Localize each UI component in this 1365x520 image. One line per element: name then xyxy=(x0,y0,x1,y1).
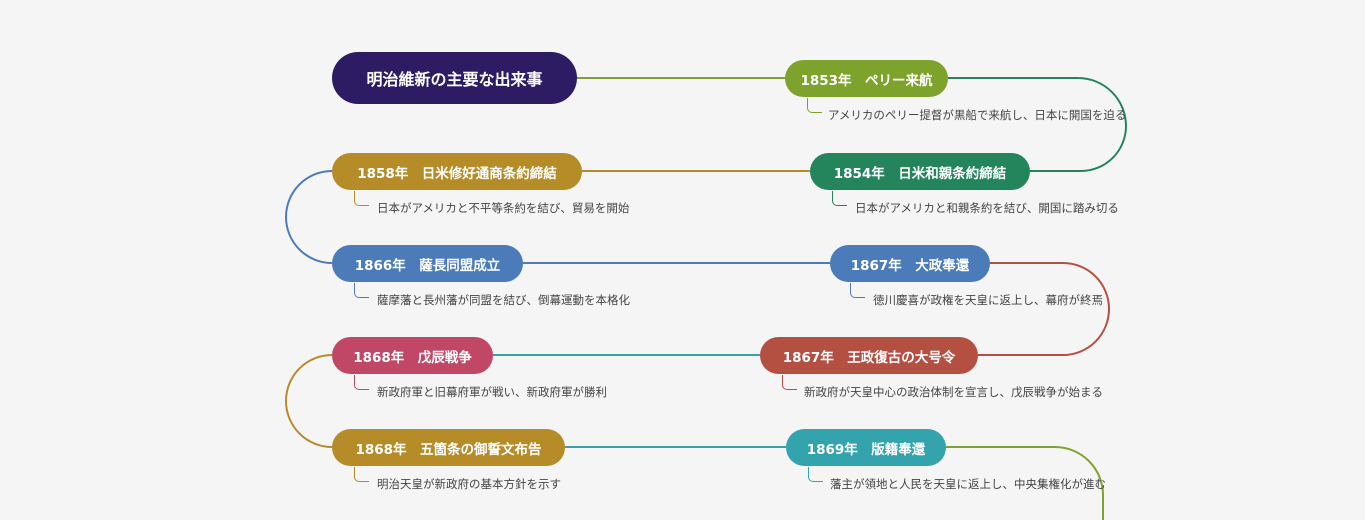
root-topic[interactable]: 明治維新の主要な出来事 xyxy=(332,52,577,104)
event-1866[interactable]: 1866年 薩長同盟成立 xyxy=(332,245,523,282)
note-connector-1868-boshin xyxy=(354,375,369,390)
event-note-1866: 薩摩藩と長州藩が同盟を結び、倒幕運動を本格化 xyxy=(377,293,630,307)
connector-1858-1866 xyxy=(284,170,333,264)
connector-1853-1854 xyxy=(948,77,1128,172)
connector-1868-1868b xyxy=(284,354,333,448)
event-note-1854: 日本がアメリカと和親条約を結び、開国に踏み切る xyxy=(855,201,1119,215)
event-note-1868-boshin: 新政府軍と旧幕府軍が戦い、新政府軍が勝利 xyxy=(377,385,607,399)
event-1869[interactable]: 1869年 版籍奉還 xyxy=(786,429,946,466)
note-connector-1867-taisei xyxy=(850,283,865,298)
event-1868-gokajo[interactable]: 1868年 五箇条の御誓文布告 xyxy=(332,429,565,466)
note-connector-1854 xyxy=(832,191,847,206)
note-connector-1853 xyxy=(807,98,822,113)
event-note-1858: 日本がアメリカと不平等条約を結び、貿易を開始 xyxy=(377,201,630,215)
event-1858[interactable]: 1858年 日米修好通商条約締結 xyxy=(332,153,582,190)
event-1868-boshin[interactable]: 1868年 戊辰戦争 xyxy=(332,337,493,374)
event-1853[interactable]: 1853年 ペリー来航 xyxy=(785,60,948,97)
note-connector-1868-gokajo xyxy=(354,467,369,482)
note-connector-1858 xyxy=(354,191,369,206)
note-connector-1866 xyxy=(354,283,369,298)
event-note-1867-osei: 新政府が天皇中心の政治体制を宣言し、戊辰戦争が始まる xyxy=(804,385,1103,399)
note-connector-1867-osei xyxy=(782,375,797,390)
event-1854[interactable]: 1854年 日米和親条約締結 xyxy=(810,153,1030,190)
note-connector-1869 xyxy=(808,467,823,482)
event-1867-taisei[interactable]: 1867年 大政奉還 xyxy=(830,245,990,282)
event-note-1868-gokajo: 明治天皇が新政府の基本方針を示す xyxy=(377,477,561,491)
connector-1869-next xyxy=(946,446,1104,520)
event-note-1867-taisei: 徳川慶喜が政権を天皇に返上し、幕府が終焉 xyxy=(873,293,1103,307)
event-1867-osei[interactable]: 1867年 王政復古の大号令 xyxy=(760,337,978,374)
connector-1867-1867b xyxy=(978,262,1111,356)
event-note-1853: アメリカのペリー提督が黒船で来航し、日本に開国を迫る xyxy=(828,108,1127,122)
event-note-1869: 藩主が領地と人民を天皇に返上し、中央集権化が進む xyxy=(830,477,1106,491)
